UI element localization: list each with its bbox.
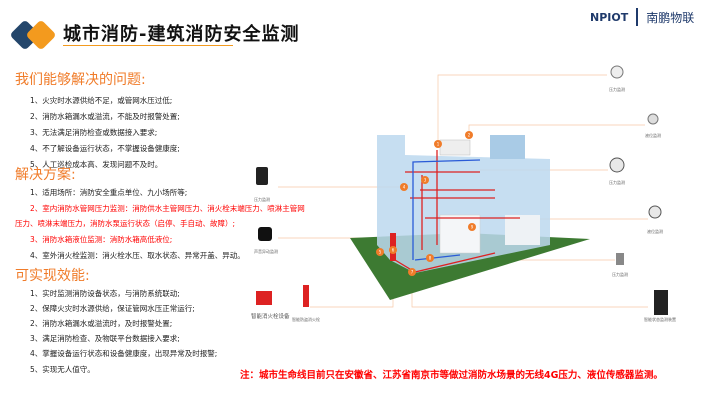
level-sensor-icon [647, 113, 659, 125]
marker-label: 8 [429, 256, 432, 261]
solution-item: 4、室外消火栓监测：消火栓水压、取水状态、异常开盖、异动。 [30, 251, 245, 260]
problem-item: 2、消防水箱漏水或溢流，不能及时报警处置; [30, 112, 180, 121]
pressure-sensor-icon [610, 65, 624, 79]
level-gauge-icon [648, 205, 662, 219]
footnote: 注：城市生命线目前只在安徽省、江苏省南京市等做过消防水场景的无线4G压力、液位传… [240, 370, 663, 381]
device-caption: 智能状态监测装置 [644, 316, 676, 322]
device-caption: 液位监测 [645, 132, 661, 138]
marker-label: 7 [411, 270, 414, 275]
effect-item: 1、实时监测消防设备状态，与消防系统联动; [30, 289, 180, 298]
device-caption: 压力监测 [609, 179, 625, 185]
problem-item: 1、火灾时水源供给不足，或管网水压过低; [30, 96, 173, 105]
marker-label: 5 [379, 250, 382, 255]
problem-item: 3、无法满足消防检查或数据接入要求; [30, 128, 158, 137]
marker-label: 9 [471, 225, 474, 230]
brand-logo: NPIOT [590, 10, 629, 24]
marker-label: 2 [468, 133, 471, 138]
page-title: 城市消防-建筑消防安全监测 [63, 24, 300, 45]
problem-item: 5、人工巡检成本高、发现问题不及时。 [30, 160, 163, 169]
solution-item: 压力、喷淋末端压力，消防水泵运行状态（启停、手自动、故障）; [15, 219, 236, 228]
hydrant-device-icon [256, 291, 272, 305]
blue-pipes [412, 159, 481, 261]
logo-mark [8, 18, 58, 52]
pressure-monitor-icon [256, 167, 268, 185]
title-underline [63, 45, 233, 46]
device-icons [256, 65, 668, 315]
water-tank [439, 139, 471, 156]
marker-label: 3 [424, 178, 427, 183]
problems-heading: 我们能够解决的问题: [15, 72, 146, 88]
effect-item: 2、消防水箱漏水或溢流时，及时报警处置; [30, 319, 173, 328]
brand: NPIOT 南鹏物联 [590, 8, 694, 26]
anti-theft-hydrant-icon [303, 285, 309, 307]
device-caption: 液位监测 [647, 228, 663, 234]
device-caption: 压力监测 [254, 196, 270, 202]
marker-label: 6 [392, 248, 395, 253]
solution-item: 2、室内消防水管网压力监测：消防供水主管网压力、消火栓末端压力、喷淋主管网 [30, 204, 305, 213]
red-pipes [394, 150, 520, 273]
brand-name: 南鹏物联 [646, 10, 695, 25]
effects-heading: 可实现效能: [15, 268, 90, 284]
monitor-cabinet-icon [654, 290, 668, 315]
device-caption: 智能消火栓设备 [251, 312, 290, 320]
effect-item: 3、满足消防检查、及物联平台数据接入要求; [30, 334, 180, 343]
marker-label: 1 [437, 142, 440, 147]
solution-item: 1、适用场所：消防安全重点单位、九小场所等; [30, 188, 188, 197]
solutions-heading: 解决方案: [15, 167, 76, 183]
pressure-transmitter-icon [616, 253, 624, 265]
divider [636, 8, 639, 26]
device-caption: 压力监测 [609, 86, 625, 92]
effect-item: 2、保障火灾时水源供给，保证管网水压正常运行; [30, 304, 195, 313]
building-monitoring-diagram: 1 2 3 4 5 6 7 8 9 压力监测 液位监测 压力监测 液位监测 压力… [251, 65, 676, 322]
marker-label: 4 [403, 185, 406, 190]
pressure-gauge-icon [609, 157, 625, 173]
markers [376, 131, 476, 276]
sound-monitor-icon [258, 227, 272, 241]
effect-item: 5、实现无人值守。 [30, 365, 95, 374]
solution-item: 3、消防水箱液位监测：消防水箱高低液位; [30, 235, 173, 244]
device-caption: 声音异动监测 [254, 248, 278, 254]
device-caption: 智能防盗消火栓 [292, 316, 320, 322]
problem-item: 4、不了解设备运行状态，不掌握设备健康度; [30, 144, 180, 153]
device-caption: 压力监测 [612, 271, 628, 277]
effect-item: 4、掌握设备运行状态和设备健康度，出现异常及时报警; [30, 349, 218, 358]
